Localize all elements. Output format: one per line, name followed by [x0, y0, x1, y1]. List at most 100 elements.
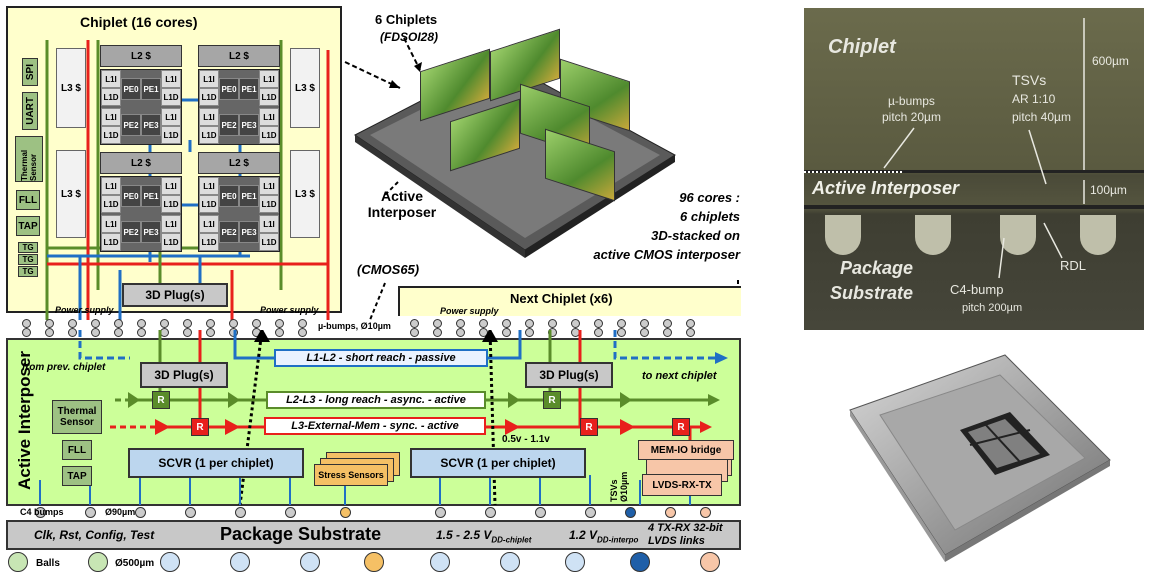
bus-l1-l2: L1-L2 - short reach - passive — [274, 349, 488, 367]
l1d-cache: L1D — [259, 195, 279, 213]
thermal-sensor-block: Thermal Sensor — [15, 136, 43, 182]
c4-bump-shape — [825, 215, 861, 255]
l1i-cache: L1I — [101, 70, 121, 88]
l1i-cache: L1I — [101, 215, 121, 233]
pe2-core: PE2 — [219, 221, 239, 243]
xs-ubumps-label: µ-bumps — [888, 94, 935, 108]
ubumps-label: µ-bumps, Ø10µm — [318, 321, 391, 331]
c4-bumps-row — [0, 504, 745, 520]
l1d-cache: L1D — [161, 88, 181, 106]
render-summary: 96 cores : 6 chiplets 3D-stacked on acti… — [593, 190, 740, 262]
l1i-cache: L1I — [101, 177, 121, 195]
xs-package-label: Package — [840, 258, 914, 278]
l2-cache: L2 $ — [100, 152, 182, 174]
router: R — [543, 391, 561, 409]
router: R — [580, 418, 598, 436]
next-chiplet-title: Next Chiplet (x6) — [510, 291, 613, 306]
pe1-core: PE1 — [239, 185, 259, 207]
l3-cache: L3 $ — [56, 48, 86, 128]
l1i-cache: L1I — [259, 108, 279, 126]
mem-io-bridge-block: MEM-IO bridge — [638, 440, 734, 460]
xs-c4-label: C4-bump — [950, 282, 1004, 297]
core-cluster: L2 $ L1I L1I L1D L1D PE0 PE1 L1I L1I L1D… — [198, 152, 280, 252]
pe0-core: PE0 — [219, 78, 239, 100]
pe3-core: PE3 — [239, 114, 259, 136]
fll-block: FLL — [16, 190, 40, 210]
interposer-tech: (CMOS65) — [357, 262, 420, 277]
l1d-cache: L1D — [161, 195, 181, 213]
l1d-cache: L1D — [161, 126, 181, 144]
core-grid: L1I L1I L1D L1D PE0 PE1 L1I L1I L1D L1D … — [198, 176, 280, 252]
render-tech: (FDSOI28) — [380, 30, 439, 44]
power-supply-label: Power supply — [440, 306, 499, 316]
pe1-core: PE1 — [141, 78, 161, 100]
pe2-core: PE2 — [219, 114, 239, 136]
lvds-links-label: 4 TX-RX 32-bit LVDS links — [648, 522, 723, 547]
from-prev-chiplet-label: from prev. chiplet — [22, 362, 106, 373]
pe3-core: PE3 — [239, 221, 259, 243]
pe0-core: PE0 — [121, 78, 141, 100]
power-supply-label: Power supply — [55, 305, 114, 315]
l1d-cache: L1D — [259, 88, 279, 106]
balls-label: Balls — [36, 558, 60, 569]
l1i-cache: L1I — [199, 215, 219, 233]
vdd-interpo-label: 1.2 VDD-interpo — [569, 528, 639, 545]
core-cluster: L2 $ L1I L1I L1D L1D PE0 PE1 L1I L1I L1D… — [198, 45, 280, 145]
power-supply-label: Power supply — [260, 305, 319, 315]
core-grid: L1I L1I L1D L1D PE0 PE1 L1I L1I L1D L1D … — [198, 69, 280, 145]
l1i-cache: L1I — [101, 108, 121, 126]
xs-thickness-600: 600µm — [1092, 54, 1129, 68]
next-chiplet-block — [398, 286, 741, 316]
c4-bump-shape — [1000, 215, 1036, 255]
pe0-core: PE0 — [219, 185, 239, 207]
router: R — [191, 418, 209, 436]
l1i-cache: L1I — [161, 108, 181, 126]
balls-row — [0, 551, 745, 574]
xs-tsvs-ar: AR 1:10 — [1012, 92, 1056, 106]
l3-cache: L3 $ — [290, 48, 320, 128]
l1i-cache: L1I — [259, 215, 279, 233]
c4-bumps-diam: Ø90µm — [105, 507, 136, 517]
c4-bump-shape — [915, 215, 951, 255]
l2-cache: L2 $ — [100, 45, 182, 67]
xs-ubumps-pitch: pitch 20µm — [882, 110, 941, 124]
l1i-cache: L1I — [259, 70, 279, 88]
l1d-cache: L1D — [199, 88, 219, 106]
l1d-cache: L1D — [259, 126, 279, 144]
uart-block: UART — [22, 92, 38, 130]
l1i-cache: L1I — [199, 177, 219, 195]
pe0-core: PE0 — [121, 185, 141, 207]
to-next-chiplet-label: to next chiplet — [642, 370, 717, 382]
pe1-core: PE1 — [141, 185, 161, 207]
tg-block: TG — [18, 266, 38, 277]
router: R — [152, 391, 170, 409]
scvr-block: SCVR (1 per chiplet) — [410, 448, 586, 478]
tsvs-label: TSVs Ø10µm — [609, 471, 629, 502]
bus-l2-l3: L2-L3 - long reach - async. - active — [266, 391, 486, 409]
l1d-cache: L1D — [101, 195, 121, 213]
core-grid: L1I L1I L1D L1D PE0 PE1 L1I L1I L1D L1D … — [100, 176, 182, 252]
l1d-cache: L1D — [199, 195, 219, 213]
l1i-cache: L1I — [199, 70, 219, 88]
l2-cache: L2 $ — [198, 45, 280, 67]
l1i-cache: L1I — [259, 177, 279, 195]
l1d-cache: L1D — [199, 126, 219, 144]
l3-cache: L3 $ — [290, 150, 320, 238]
render-title: 6 Chiplets — [375, 12, 438, 27]
l1i-cache: L1I — [161, 70, 181, 88]
bus-l3-ext-mem: L3-External-Mem - sync. - active — [264, 417, 486, 435]
l1i-cache: L1I — [161, 215, 181, 233]
xs-interposer-label: Active Interposer — [812, 178, 960, 198]
xs-rdl-label: RDL — [1060, 258, 1087, 273]
3d-plug-left: 3D Plug(s) — [140, 362, 228, 388]
scvr-block: SCVR (1 per chiplet) — [128, 448, 304, 478]
xs-tsvs-label: TSVs — [1012, 72, 1047, 88]
core-grid: L1I L1I L1D L1D PE0 PE1 L1I L1I L1D L1D … — [100, 69, 182, 145]
c4-bump-shape — [1080, 215, 1116, 255]
pe2-core: PE2 — [121, 114, 141, 136]
xs-chiplet-label: Chiplet — [828, 36, 896, 58]
balls-diam: Ø500µm — [115, 558, 155, 569]
l1d-cache: L1D — [101, 88, 121, 106]
xs-thickness-100: 100µm — [1090, 183, 1127, 197]
l1d-cache: L1D — [101, 233, 121, 251]
